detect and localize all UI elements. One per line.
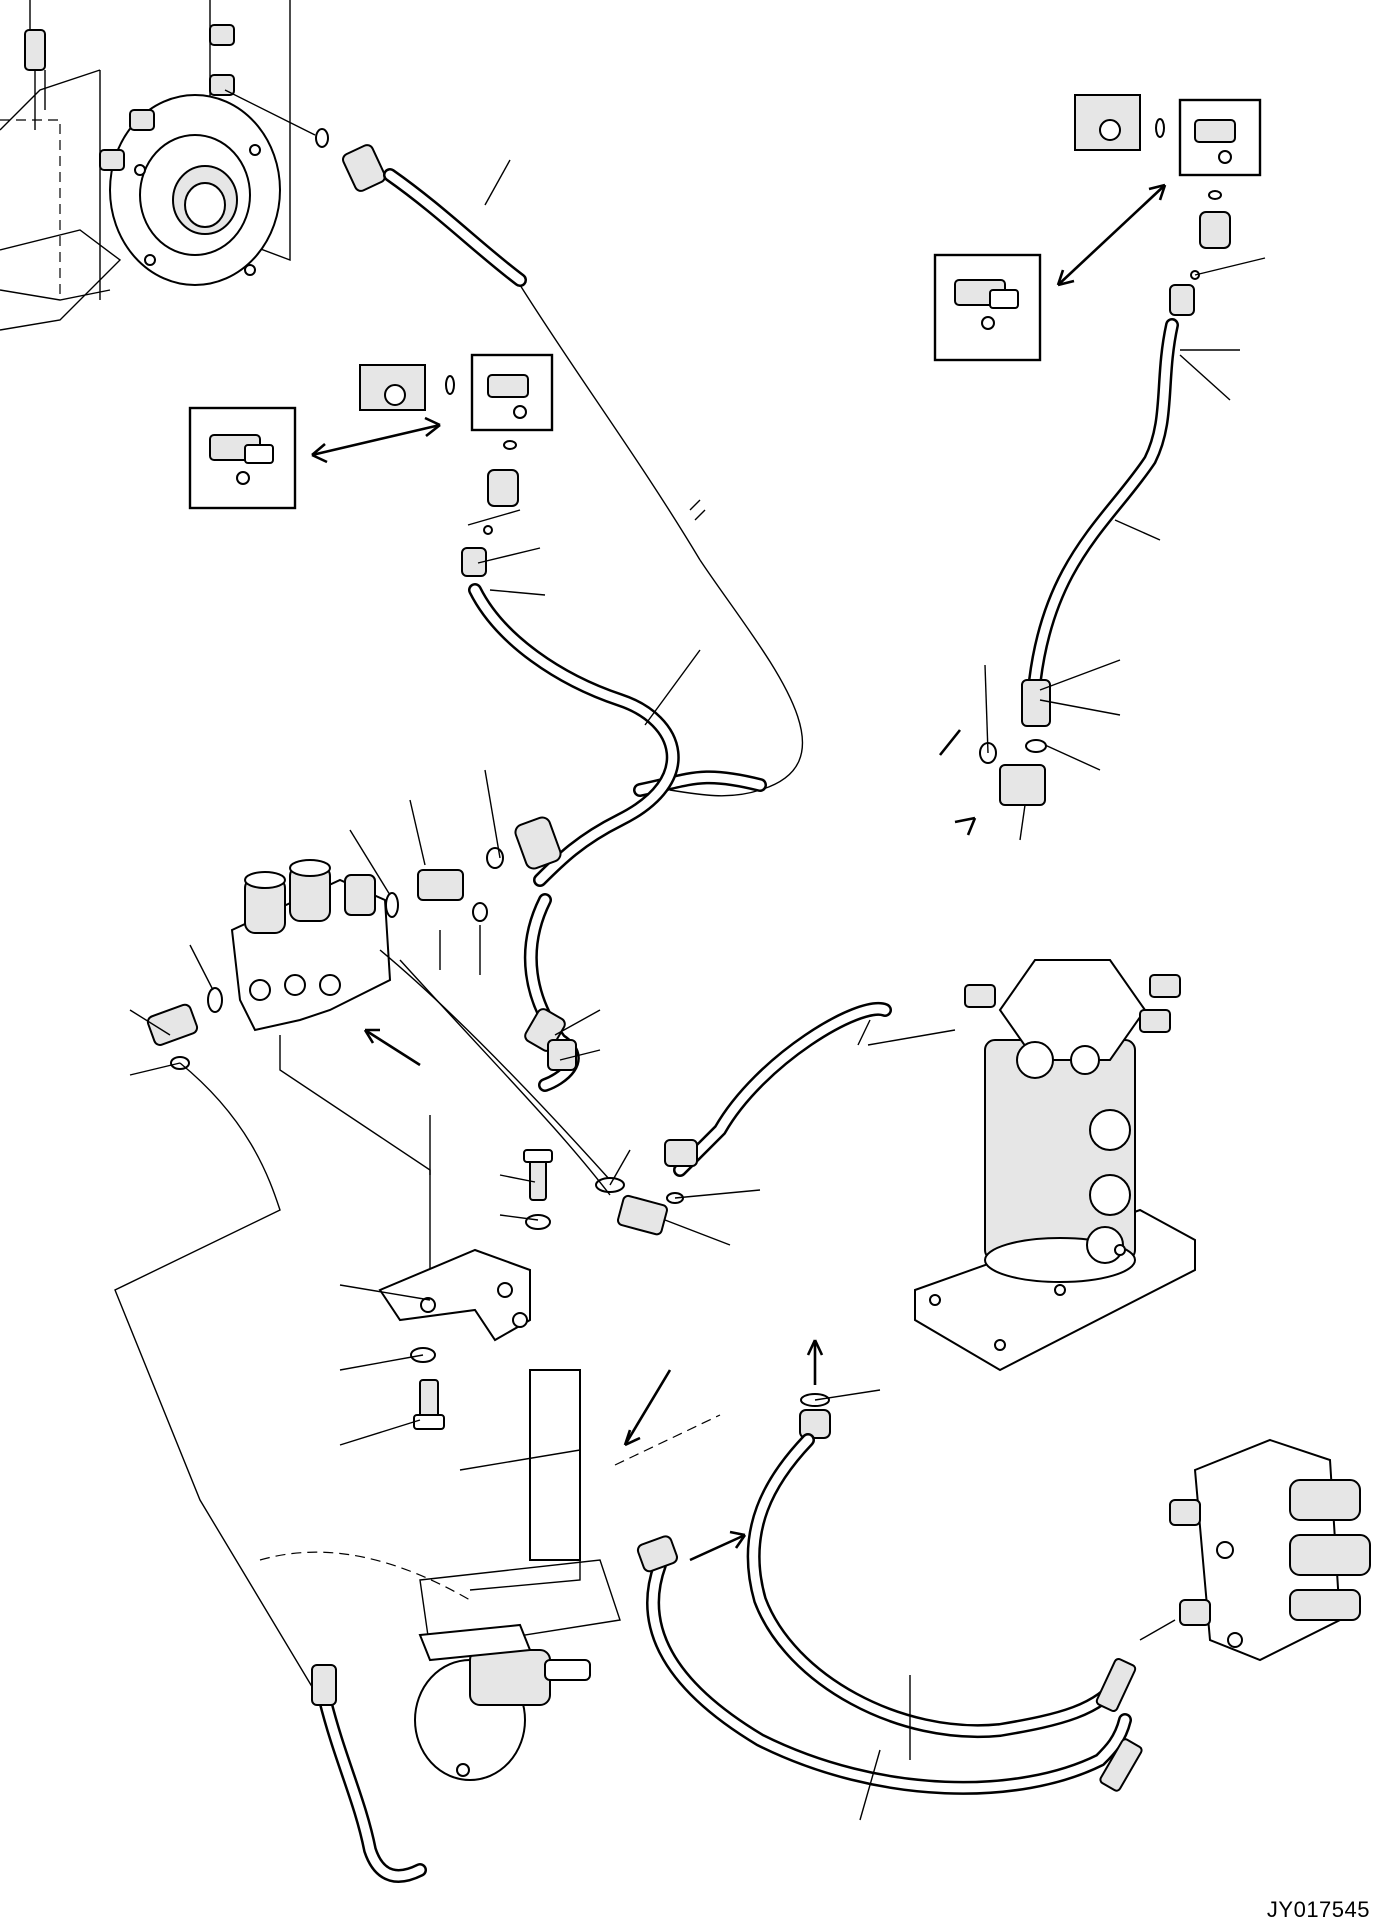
inset-right [933, 94, 1262, 362]
hoses-bottom [636, 1339, 1143, 1795]
bracket-assembly [259, 959, 721, 1651]
valve-block [114, 847, 611, 1701]
swivel-joint [664, 959, 1196, 1372]
control-valve-bottom-right [1139, 1438, 1371, 1662]
hose-long-top [342, 144, 804, 797]
machine-body-top-left [0, 0, 329, 331]
drawing-code: JY017545 [1266, 1897, 1370, 1922]
hose-middle-left [461, 525, 680, 1092]
inset-left [188, 353, 554, 510]
hose-right [938, 284, 1195, 836]
air-tank [311, 1623, 591, 1883]
leader-lines [129, 257, 1266, 1821]
